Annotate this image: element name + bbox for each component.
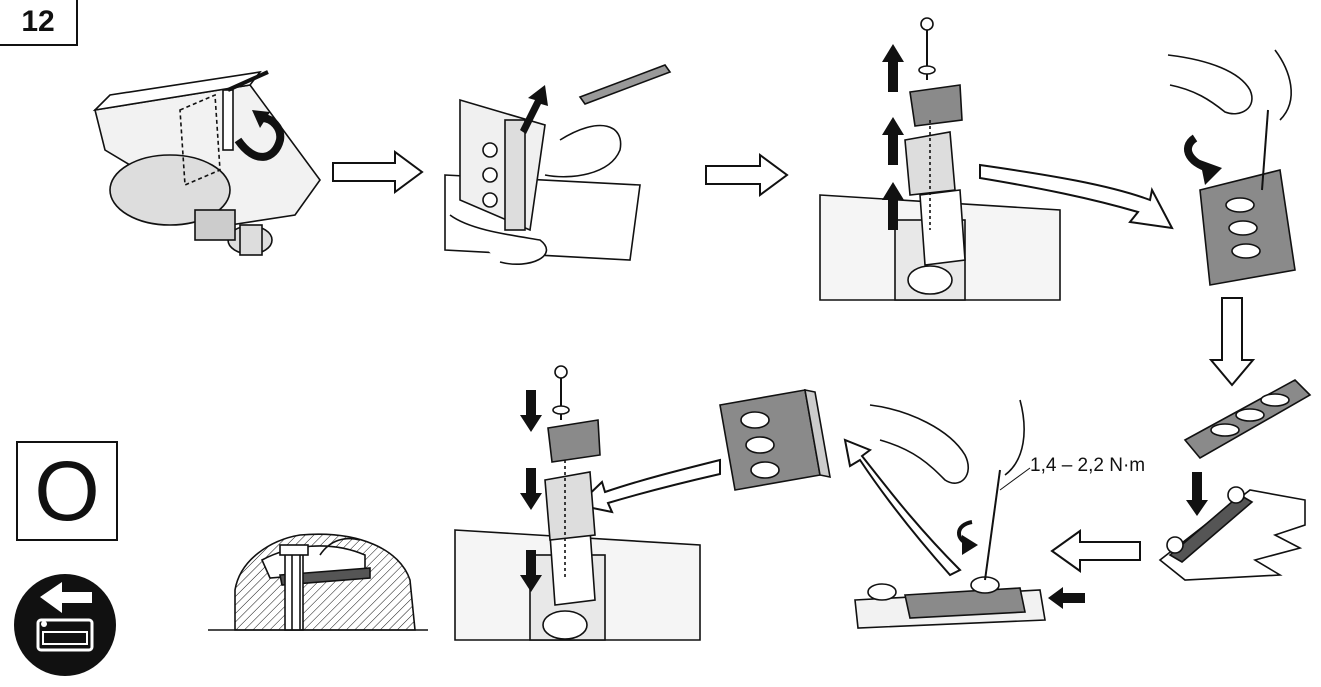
step-number-badge: 12: [0, 0, 78, 46]
hollow-arrow-icon: [1050, 529, 1141, 573]
drum-cross-section-illustration: [208, 533, 428, 631]
rotate-arrow-icon: [234, 114, 285, 161]
battery-remove-icon: [14, 574, 116, 676]
hollow-arrow-icon: [979, 163, 1174, 230]
rotate-arrow-head: [252, 110, 270, 128]
blade-assembly-removal-illustration: [819, 17, 1061, 301]
tighten-torque-illustration: [854, 399, 1046, 629]
remove-blade-illustration: [444, 64, 672, 266]
solid-arrow-icon: [520, 550, 542, 592]
blade-assembly-install-illustration: [454, 365, 701, 641]
solid-arrow-icon: [1048, 587, 1085, 609]
solid-arrow-icon: [520, 468, 542, 510]
blade-flipped-illustration: [1183, 379, 1312, 460]
blade-screwdriver-illustration: [1167, 49, 1296, 286]
solid-arrow-icon: [520, 85, 548, 134]
rotate-arrow-head: [1200, 160, 1222, 185]
solid-arrow-icon: [882, 44, 904, 92]
hollow-arrow-icon: [843, 438, 962, 577]
rotate-arrow-head: [962, 535, 978, 555]
solid-arrow-icon: [1186, 472, 1208, 516]
solid-arrow-icon: [882, 182, 904, 230]
solid-arrow-icon: [520, 390, 542, 432]
hollow-arrow-icon: [575, 458, 721, 514]
blade-upright-illustration: [719, 388, 831, 491]
planer-loosen-screw-illustration: [92, 70, 321, 256]
hollow-arrow-icon: [705, 153, 789, 197]
blade-gauge-illustration: [1158, 486, 1306, 581]
solid-arrow-icon: [882, 117, 904, 165]
hollow-arrow-icon: [1208, 297, 1256, 387]
hollow-arrow-icon: [332, 150, 424, 194]
torque-label: 1,4 – 2,2 N·m: [1030, 455, 1146, 476]
mode-symbol-box: O: [16, 441, 118, 541]
